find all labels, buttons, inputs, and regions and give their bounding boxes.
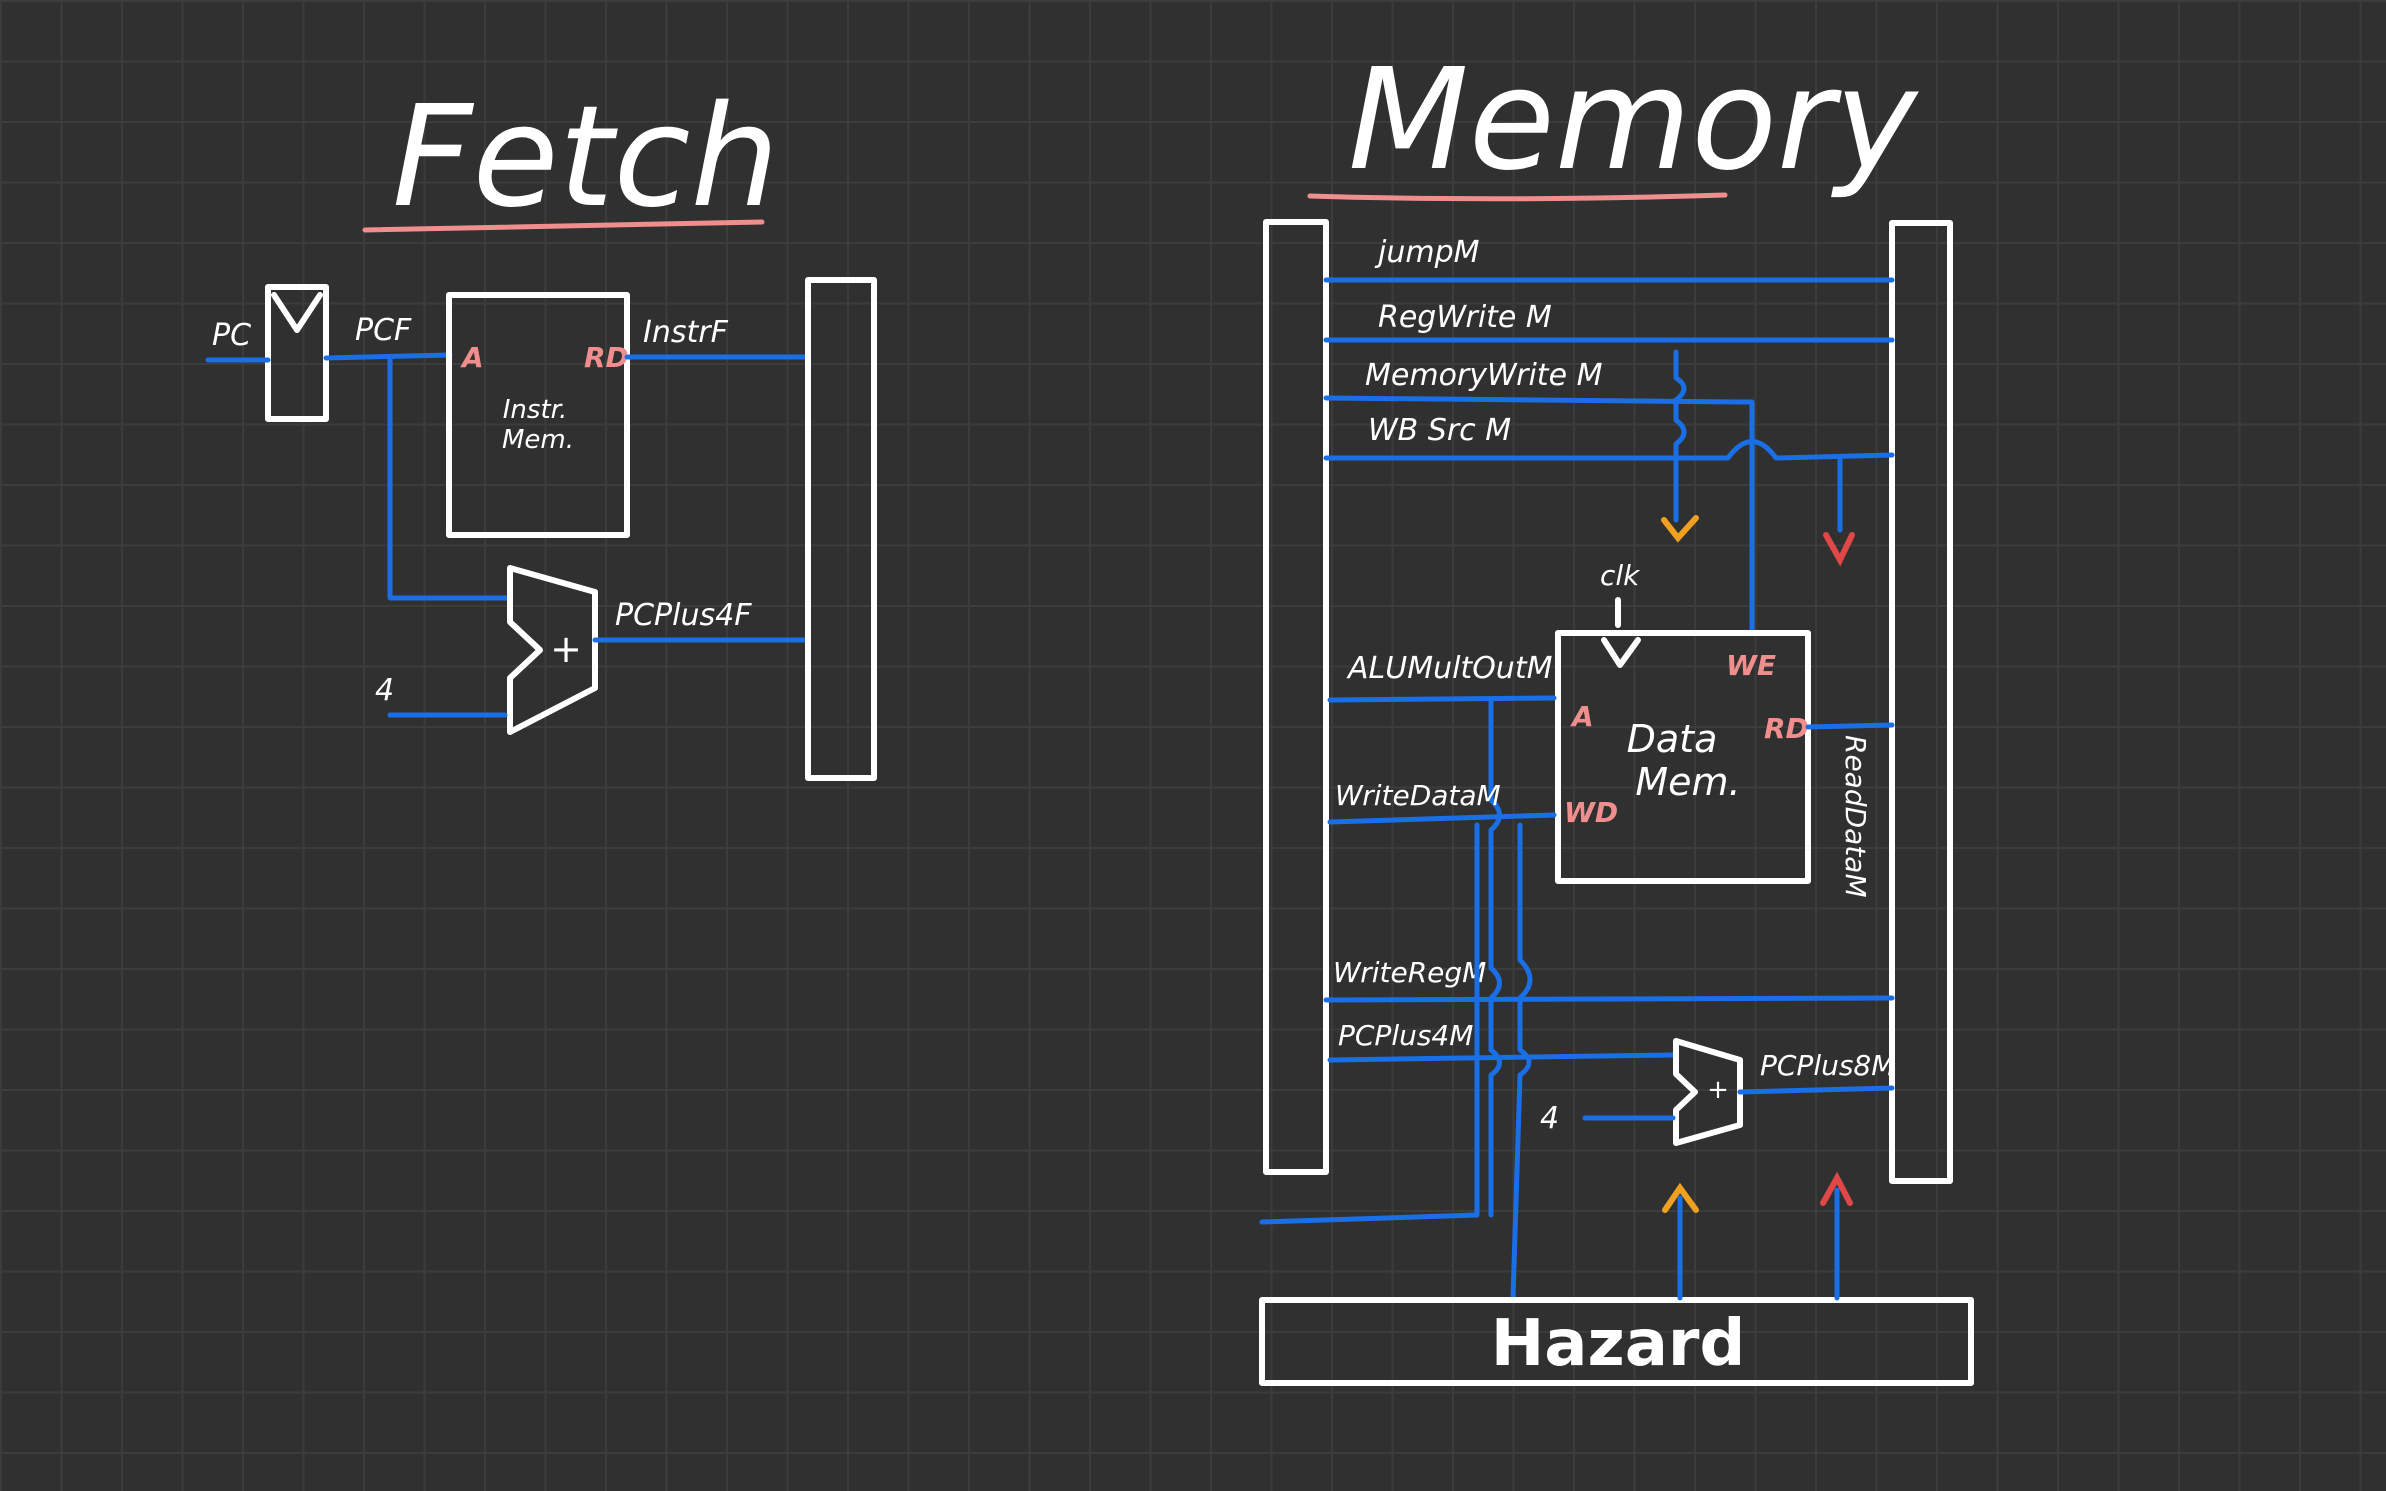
writedatam-label: WriteDataM [1335, 779, 1501, 812]
red-arrow-up-icon [1820, 1171, 1853, 1206]
data-mem-label-1: Data [1627, 717, 1718, 761]
jumpm-label: jumpM [1374, 235, 1480, 270]
instr-mem-label-1: Instr. [503, 395, 567, 425]
memory-title: Memory [1348, 39, 1920, 202]
pcplus4f-label: PCPlus4F [615, 598, 752, 633]
memory-adder-sign: + [1707, 1075, 1729, 1105]
memory-title-underline [1307, 192, 1728, 202]
red-arrow-down-icon [1823, 532, 1855, 567]
orange-arrow-down-icon [1661, 515, 1699, 543]
instr-mem-label-2: Mem. [502, 425, 574, 455]
data-mem-pin-wd: WD [1564, 796, 1618, 829]
instr-mem-block [446, 292, 630, 538]
memory-const-4: 4 [1540, 1101, 1559, 1136]
data-mem-block [1555, 630, 1811, 884]
writeregm-tap-wire [1259, 822, 1480, 1225]
alumultoutm-label: ALUMultOutM [1346, 651, 1553, 686]
pc-clock-triangle-icon [271, 292, 323, 333]
instr-mem-pin-a: A [460, 341, 484, 374]
pcf-to-adder-wire [387, 354, 513, 601]
data-mem-pin-we: WE [1726, 649, 1776, 682]
ex-mem-pipeline-register [1263, 219, 1329, 1175]
fetch-const-4: 4 [375, 673, 394, 708]
clk-label: clk [1600, 559, 1641, 592]
data-mem-label-2: Mem. [1635, 760, 1740, 804]
pcf-label: PCF [355, 313, 412, 348]
readdatam-label: ReadDataM [1839, 735, 1872, 898]
fetch-adder [507, 565, 598, 735]
data-mem-pin-a: A [1570, 700, 1594, 733]
wbsrcm-wire [1323, 439, 1895, 461]
pcplus4m-label: PCPlus4M [1338, 1019, 1473, 1052]
memwritem-label: MemoryWrite M [1365, 358, 1603, 393]
orange-control-tap-wire [1673, 349, 1687, 523]
pcplus4m-tap-wire [1510, 822, 1533, 1301]
writedatam-wire [1327, 812, 1557, 825]
pcplus8m-label: PCPlus8M [1760, 1049, 1895, 1082]
orange-arrow-up-icon [1662, 1182, 1699, 1213]
writeregm-wire [1323, 995, 1895, 1003]
pc-register [265, 284, 329, 422]
regwritem-label: RegWrite M [1378, 300, 1552, 335]
pcplus4m-wire [1327, 1052, 1676, 1063]
fetch-title-underline [362, 219, 765, 233]
pc-label: PC [212, 318, 251, 353]
fetch-decode-pipeline-register [805, 277, 877, 781]
hazard-unit [1259, 1297, 1974, 1386]
hazard-label: Hazard [1491, 1307, 1746, 1381]
memory-adder [1673, 1038, 1743, 1146]
alumultoutm-tap-wire [1488, 697, 1502, 1218]
instrf-label: InstrF [643, 315, 729, 350]
pcplus8m-wire [1737, 1085, 1895, 1095]
alumultoutm-wire [1327, 695, 1557, 703]
data-mem-pin-rd: RD [1764, 712, 1809, 745]
readdatam-wire [1805, 722, 1895, 730]
fetch-title: Fetch [392, 76, 779, 239]
instr-mem-pin-rd: RD [584, 341, 629, 374]
memwritem-wire [1323, 395, 1755, 635]
fetch-adder-sign: + [550, 627, 582, 671]
data-mem-clock-triangle-icon [1601, 637, 1641, 668]
wbsrcm-label: WB Src M [1368, 413, 1511, 448]
mem-wb-pipeline-register [1889, 220, 1953, 1184]
writeregm-label: WriteRegM [1333, 956, 1486, 989]
